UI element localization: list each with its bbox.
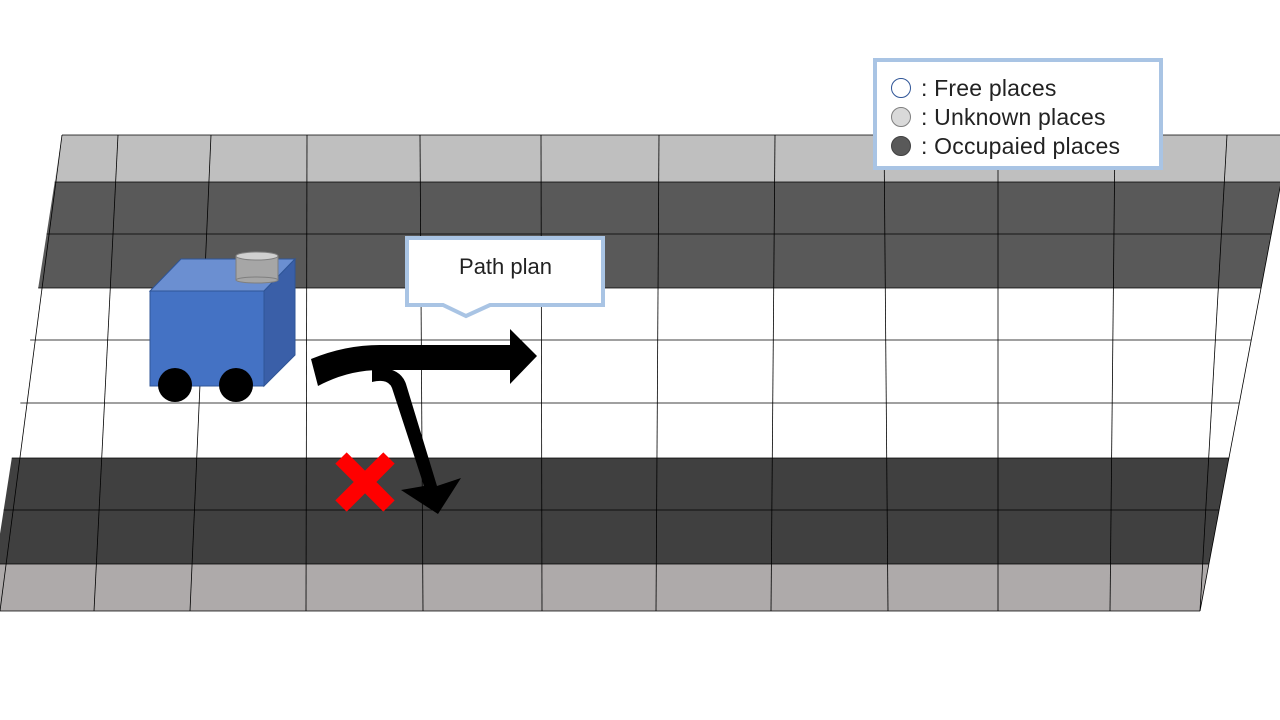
legend-row-unknown: : Unknown places	[891, 103, 1106, 131]
occupied-place-circle-icon	[891, 136, 911, 156]
grid-line-vertical	[770, 134, 776, 612]
grid-row	[30, 288, 1262, 340]
grid-row	[46, 182, 1280, 234]
grid-row	[11, 403, 1240, 458]
callout-bubble	[405, 236, 605, 319]
grid-line-vertical	[655, 134, 660, 612]
grid-line-vertical	[883, 134, 889, 612]
robot	[148, 251, 297, 402]
legend-row-occupied: : Occupaied places	[891, 132, 1120, 160]
legend-label: : Occupaied places	[921, 132, 1121, 159]
legend-label: : Unknown places	[921, 103, 1106, 130]
free-place-circle-icon	[891, 78, 911, 98]
blocked-path-x-icon	[335, 452, 395, 512]
occupancy-grid	[0, 134, 1280, 612]
path-arrow-forward	[311, 329, 537, 386]
robot-wheel-left	[158, 368, 192, 402]
robot-front-face	[149, 290, 265, 387]
grid-line-vertical	[305, 134, 308, 612]
grid-line-vertical	[419, 134, 424, 612]
grid-line-vertical	[93, 134, 119, 612]
grid-line-vertical	[0, 134, 63, 612]
legend-label: : Free places	[921, 74, 1057, 101]
sensor-cylinder-icon	[235, 251, 279, 284]
path-plan-callout	[405, 236, 605, 319]
unknown-place-circle-icon	[891, 107, 911, 127]
legend-row-free: : Free places	[891, 74, 1057, 102]
grid-row	[0, 510, 1220, 564]
robot-wheel-right	[219, 368, 253, 402]
grid-line-vertical	[1199, 134, 1228, 612]
path-plan-label: Path plan	[459, 254, 552, 279]
grid-line-vertical	[540, 134, 543, 612]
path-arrow-down	[372, 367, 461, 514]
grid-line-vertical	[1199, 185, 1280, 612]
legend: : Free places: Unknown places: Occupaied…	[873, 58, 1163, 170]
path-plan-arrows	[311, 329, 537, 514]
grid-row	[0, 564, 1209, 611]
grid-row	[38, 234, 1272, 288]
grid-line-vertical	[1109, 134, 1116, 612]
grid-row	[3, 458, 1229, 510]
